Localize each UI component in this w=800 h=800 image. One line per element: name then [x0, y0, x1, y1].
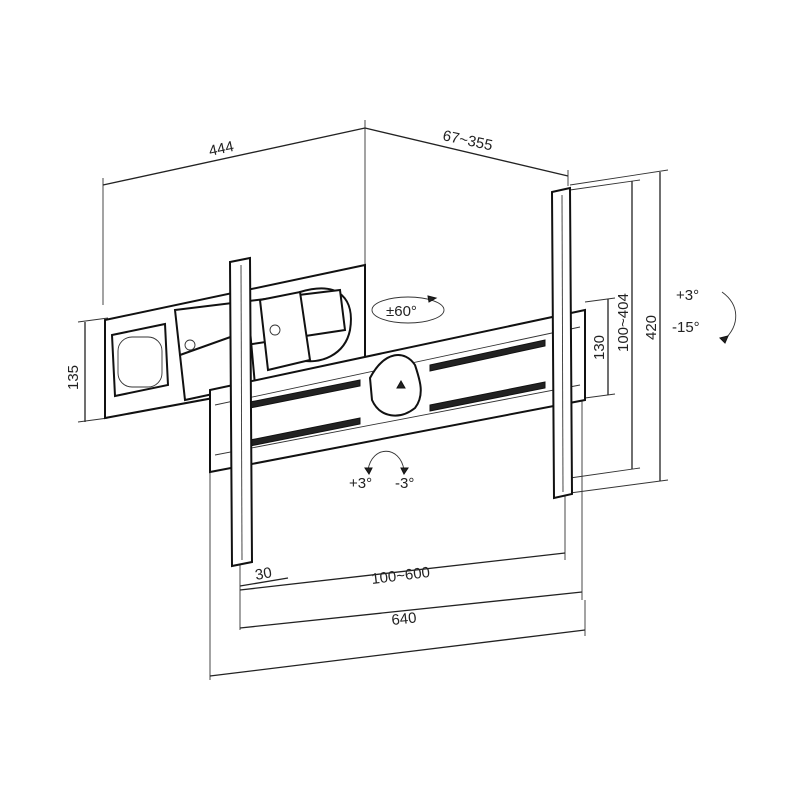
level-arrow-icon: [367, 451, 405, 471]
level-indicator: +3° -3°: [349, 451, 414, 492]
svg-text:135: 135: [65, 365, 82, 390]
svg-text:100~404: 100~404: [615, 293, 632, 352]
svg-text:+3°: +3°: [349, 475, 372, 492]
tilt-arrow-icon: [721, 291, 737, 341]
vertical-rail-right: [550, 186, 574, 500]
vertical-rail-left: [228, 256, 254, 568]
svg-text:444: 444: [207, 138, 235, 160]
svg-text:67~355: 67~355: [441, 127, 494, 154]
dim-extension: 67~355: [364, 127, 569, 186]
svg-text:-15°: -15°: [672, 319, 700, 336]
dim-outer-width: [209, 470, 586, 680]
svg-text:130: 130: [591, 335, 608, 360]
horizontal-bar: [209, 308, 586, 474]
dim-vesa-horizontal: 100~600: [239, 495, 566, 630]
svg-text:+3°: +3°: [676, 287, 699, 304]
svg-text:30: 30: [254, 564, 273, 584]
svg-text:100~600: 100~600: [370, 564, 430, 588]
dim-total-width: 640: [239, 400, 583, 629]
svg-text:-3°: -3°: [395, 475, 414, 492]
dim-wall-plate-height: 135: [65, 317, 109, 423]
swivel-arrow-icon: [427, 295, 438, 303]
tilt-indicator: +3° -15°: [672, 287, 737, 344]
svg-text:640: 640: [391, 609, 418, 629]
dim-total-height: 420: [569, 169, 669, 494]
dim-rail-width: 30: [239, 564, 289, 587]
svg-text:420: 420: [643, 315, 660, 340]
swivel-indicator: ±60°: [371, 295, 445, 324]
svg-text:±60°: ±60°: [386, 303, 417, 320]
dim-wall-plate-width: 444: [102, 120, 366, 305]
dim-bar-height: 130: [584, 297, 616, 399]
